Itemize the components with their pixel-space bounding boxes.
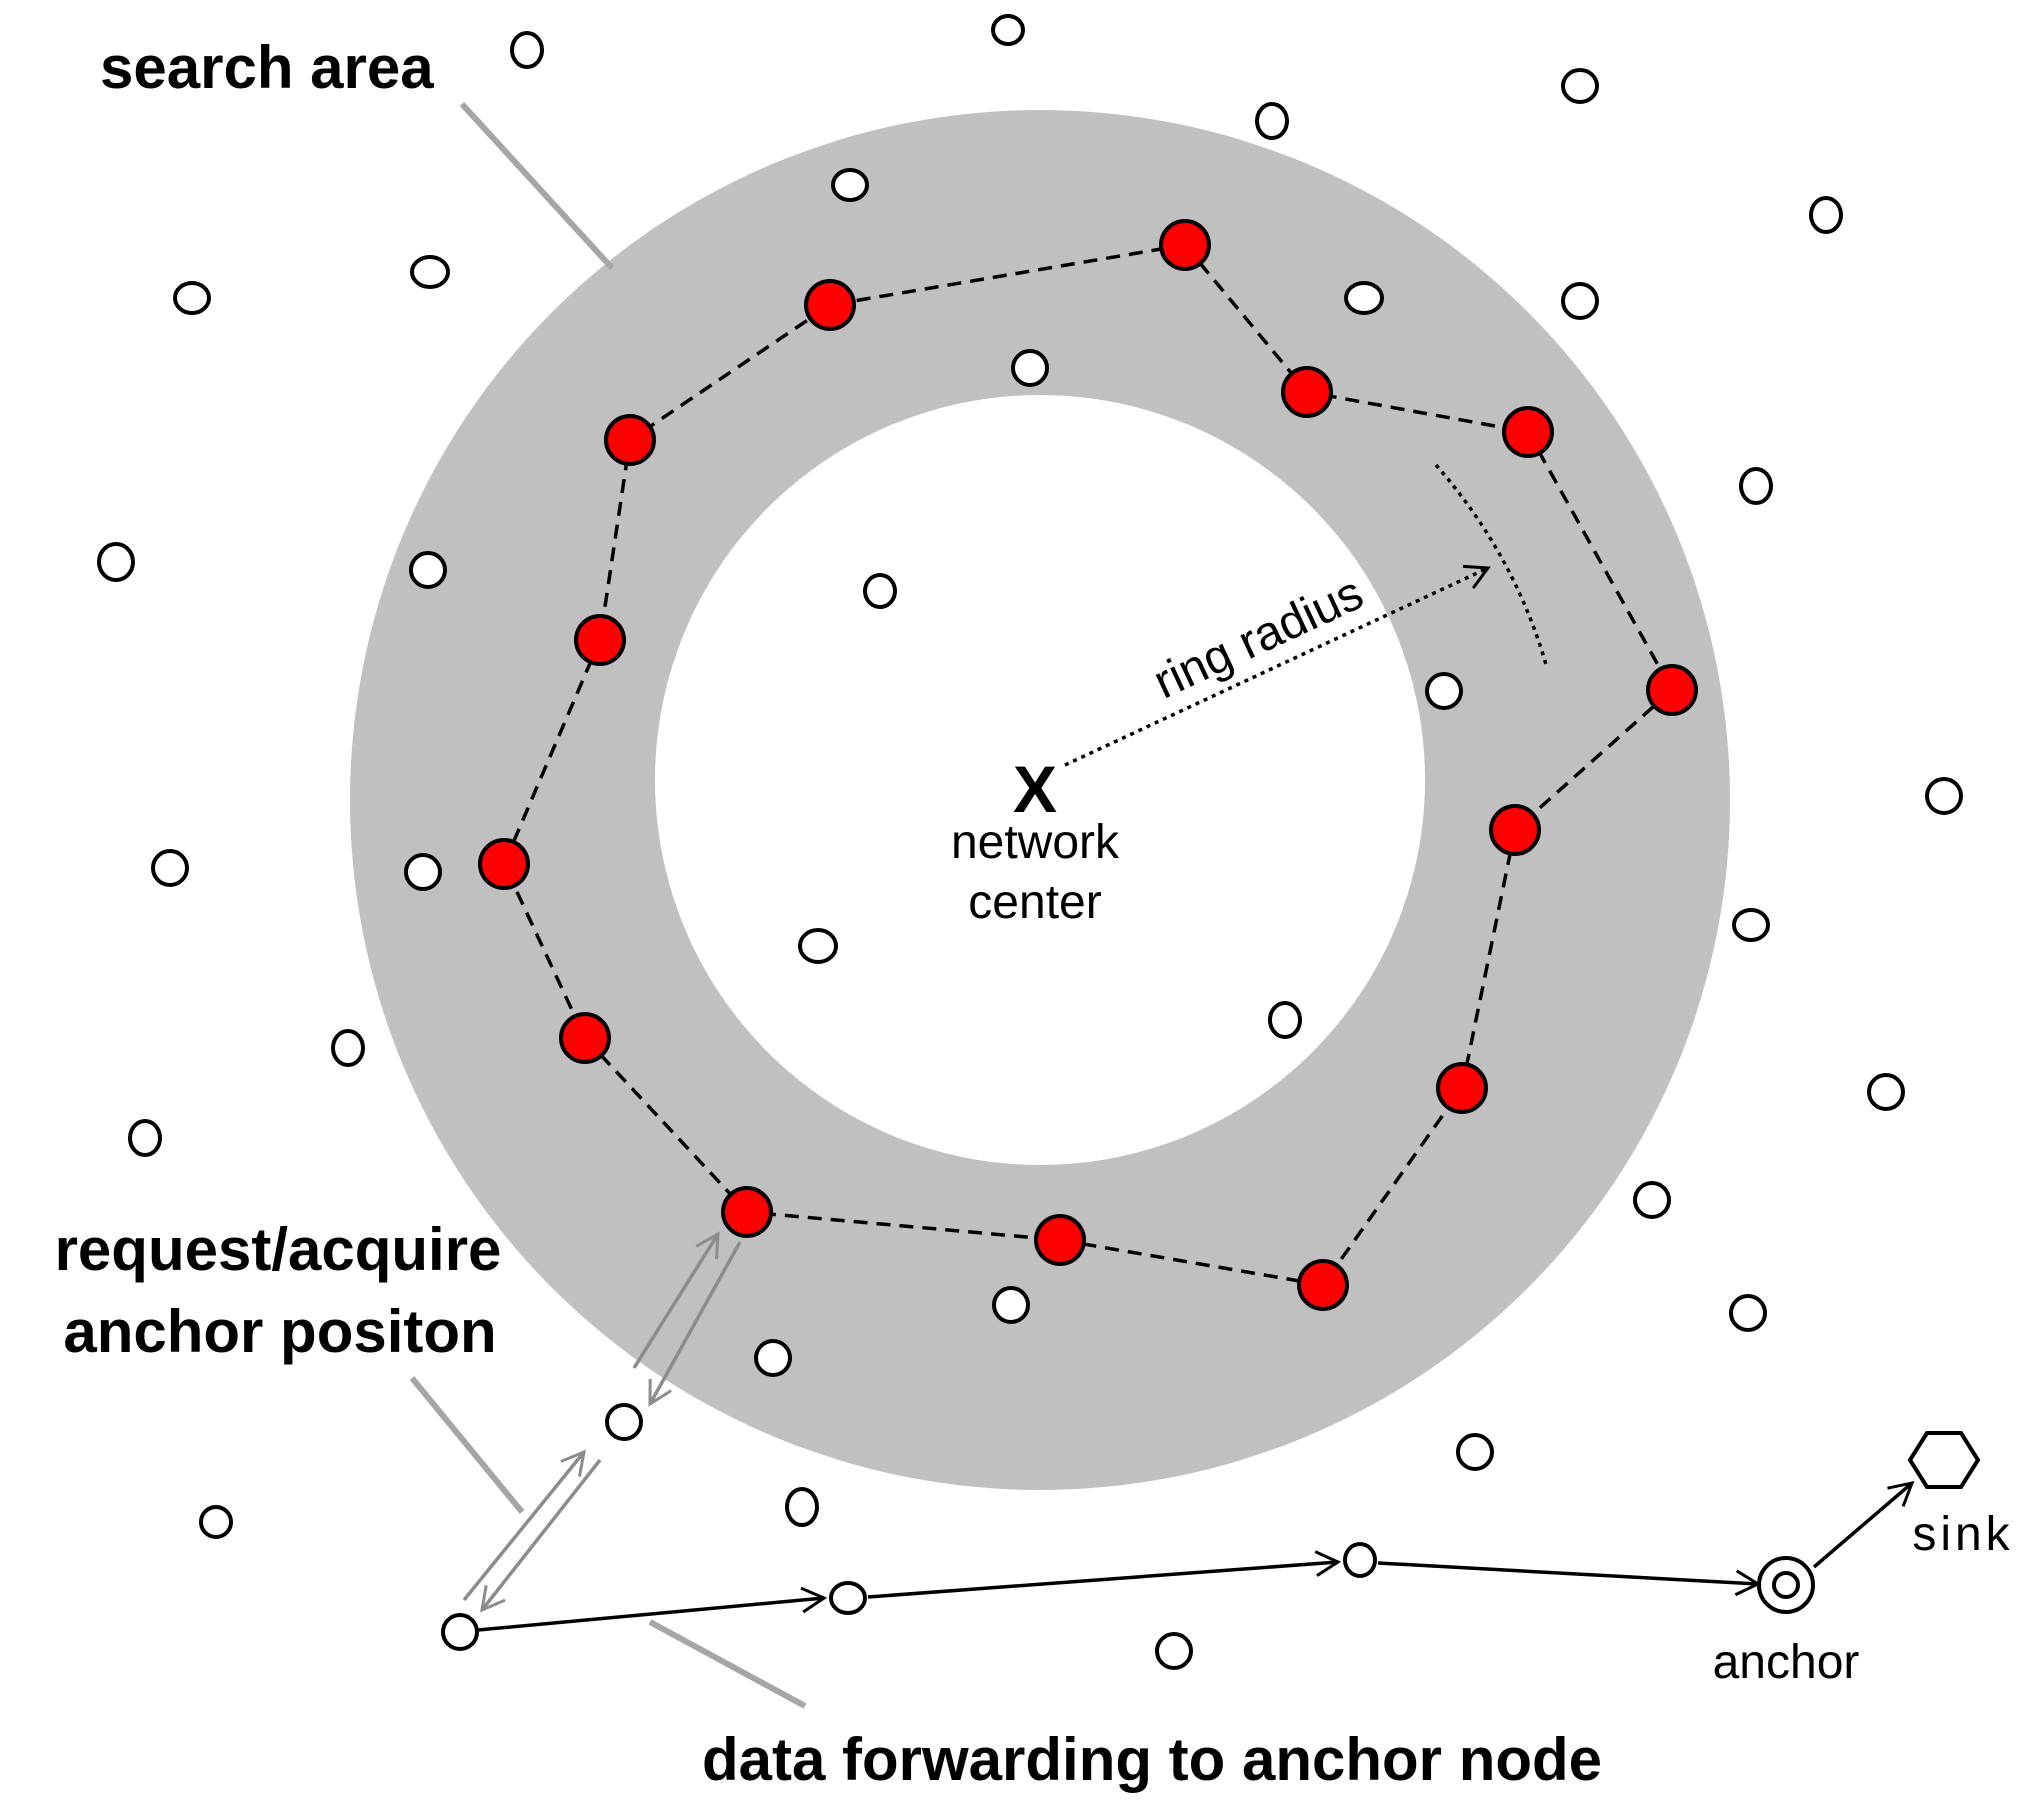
- sensor-node: [128, 1119, 162, 1157]
- sensor-node: [1255, 102, 1289, 140]
- center-mark: X: [1013, 752, 1057, 826]
- sensor-node: [605, 1403, 643, 1441]
- sensor-node: [992, 1286, 1030, 1324]
- search-area-label: search area: [100, 34, 434, 101]
- sensor-node: [151, 849, 189, 887]
- anchor-label: anchor: [1713, 1636, 1860, 1689]
- sink-label: sink: [1912, 1508, 2013, 1561]
- sensor-node: [991, 14, 1025, 46]
- ring-node: [574, 614, 626, 666]
- ring-node: [1502, 406, 1554, 458]
- sensor-node: [409, 551, 447, 589]
- sensor-node: [1456, 1433, 1494, 1471]
- acquire-arrow-down-1: [480, 1458, 602, 1613]
- sensor-node: [1011, 349, 1049, 387]
- forward-arrow-1: [477, 1586, 828, 1632]
- sensor-node: [1155, 1632, 1193, 1670]
- data-forwarding-callout-line: [648, 1619, 807, 1709]
- sensor-node: [410, 255, 450, 289]
- network-center-label-line2: center: [968, 876, 1101, 929]
- request-callout-line: [409, 1376, 525, 1514]
- sensor-node: [1867, 1073, 1905, 1111]
- ring-inner-area: [655, 395, 1425, 1165]
- sensor-node: [1732, 908, 1770, 942]
- forward-arrow-2: [867, 1550, 1342, 1599]
- network-center-label-line1: network: [951, 816, 1120, 869]
- sensor-node: [404, 853, 442, 891]
- ring-node: [559, 1012, 611, 1064]
- sensor-node: [331, 1029, 365, 1067]
- sensor-node: [829, 1581, 867, 1615]
- ring-node: [1489, 804, 1541, 856]
- ring-node: [1646, 664, 1698, 716]
- forward-arrow-to-sink: [1812, 1480, 1915, 1569]
- sensor-node: [1425, 672, 1463, 710]
- sensor-node: [173, 281, 211, 315]
- sensor-node: [1729, 1294, 1767, 1332]
- ring-node: [1436, 1062, 1488, 1114]
- ring-node: [1159, 219, 1211, 271]
- sensor-node: [441, 1613, 479, 1651]
- sensor-nodes: [97, 14, 1963, 1670]
- sensor-node: [97, 542, 135, 582]
- sensor-node: [1268, 1001, 1302, 1039]
- sensor-node: [863, 573, 897, 609]
- sensor-node: [831, 168, 869, 202]
- sensor-node: [1344, 281, 1384, 315]
- ring-node: [721, 1186, 773, 1238]
- acquire-arrow-down-2: [648, 1241, 742, 1407]
- sensor-node: [199, 1505, 233, 1539]
- search-area-callout-line: [459, 101, 615, 271]
- ring-node: [1281, 366, 1333, 418]
- sensor-node: [1343, 1542, 1377, 1578]
- ring-node: [1297, 1259, 1349, 1311]
- ring-node: [1034, 1214, 1086, 1266]
- sensor-node: [754, 1339, 792, 1377]
- data-forwarding-label: data forwarding to anchor node: [702, 1726, 1602, 1793]
- request-label-line2: anchor positon: [63, 1298, 496, 1365]
- sensor-node: [785, 1487, 819, 1527]
- sensor-node: [1739, 467, 1773, 505]
- request-arrow-up-2: [632, 1231, 720, 1369]
- sensor-node: [1561, 68, 1599, 104]
- sensor-node: [1925, 777, 1963, 815]
- sensor-node: [1633, 1181, 1671, 1219]
- ring-node: [604, 414, 656, 466]
- request-arrow-up-1: [462, 1449, 586, 1602]
- forward-arrow-3: [1377, 1561, 1762, 1597]
- sensor-node: [1561, 282, 1599, 320]
- sink-node: [1907, 1431, 1981, 1489]
- sensor-node: [798, 928, 838, 964]
- sensor-node: [510, 31, 544, 69]
- ring-node: [804, 279, 856, 331]
- ring-radius-arrow: [1064, 564, 1491, 767]
- ring-node: [478, 838, 530, 890]
- ring-nodes: [478, 219, 1698, 1311]
- ring-radius-arc: [1434, 463, 1549, 669]
- request-label-line1: request/acquire: [55, 1216, 502, 1283]
- sensor-node: [1809, 196, 1843, 234]
- anchor-node: [1757, 1556, 1815, 1614]
